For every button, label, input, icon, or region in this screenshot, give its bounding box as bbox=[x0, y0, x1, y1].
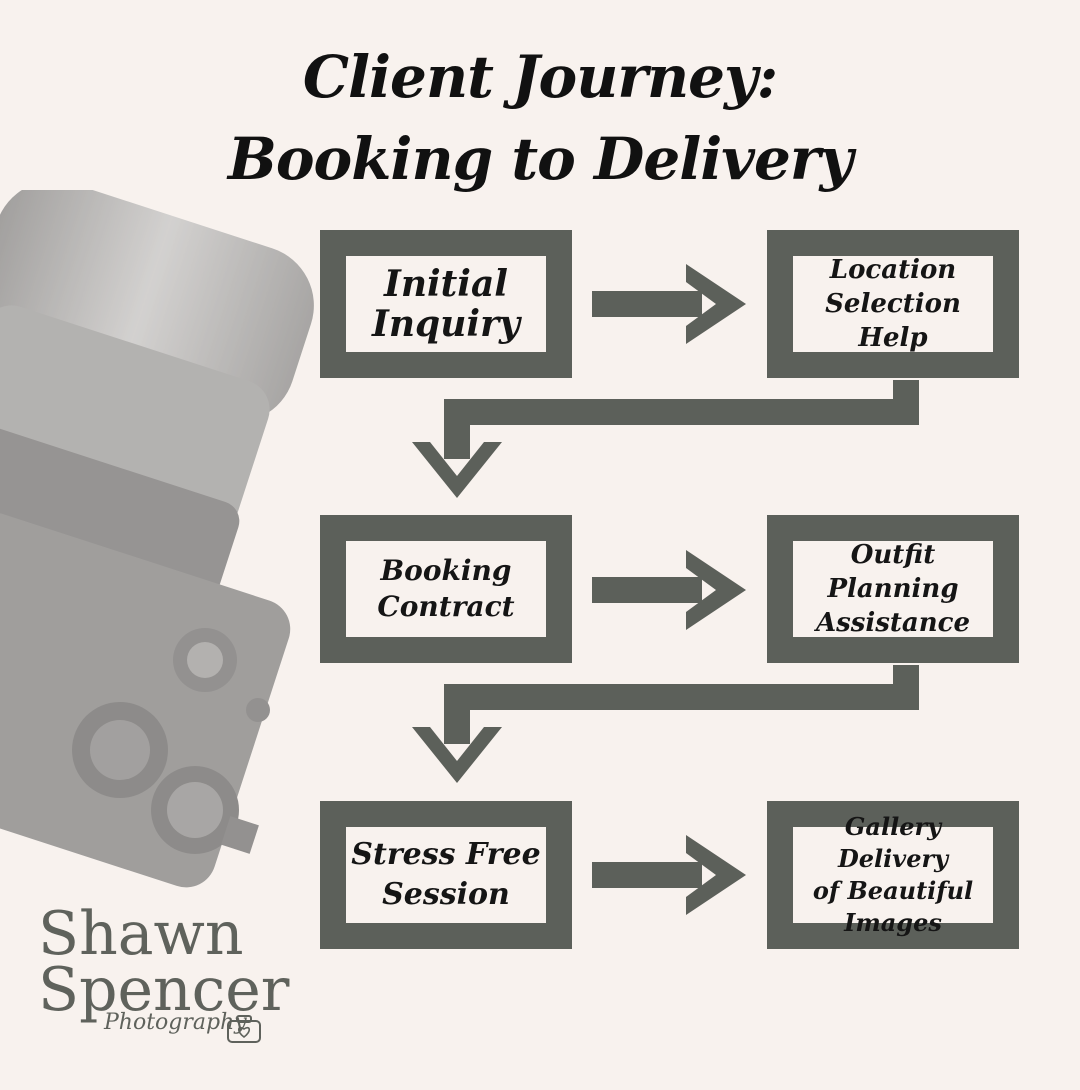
step-box-booking-contract: Booking Contract bbox=[320, 515, 572, 663]
step-box-location-selection: Location Selection Help bbox=[767, 230, 1019, 378]
camera-illustration bbox=[0, 190, 330, 1090]
step-label: Booking Contract bbox=[377, 554, 515, 623]
step-label: Gallery Delivery of Beautiful Images bbox=[812, 812, 974, 937]
camera-heart-icon bbox=[227, 1015, 261, 1043]
step-label: Stress Free Session bbox=[351, 837, 541, 912]
brand-name-line-2: Spencer bbox=[38, 955, 290, 1025]
page-title-line-2: Booking to Delivery bbox=[227, 125, 853, 193]
elbow-arrow-down-icon bbox=[412, 380, 919, 498]
elbow-arrow-down-icon bbox=[412, 665, 919, 783]
step-box-initial-inquiry: Initial Inquiry bbox=[320, 230, 572, 378]
step-label: Outfit Planning Assistance bbox=[815, 540, 971, 638]
step-label: Initial Inquiry bbox=[372, 263, 520, 345]
step-box-outfit-planning: Outfit Planning Assistance bbox=[767, 515, 1019, 663]
step-box-gallery-delivery: Gallery Delivery of Beautiful Images bbox=[767, 801, 1019, 949]
arrow-right-icon bbox=[592, 550, 746, 630]
arrow-right-icon bbox=[592, 835, 746, 915]
brand-name-line-1: Shawn bbox=[38, 899, 244, 969]
arrow-right-icon bbox=[592, 264, 746, 344]
brand-tagline: Photography bbox=[104, 1010, 247, 1035]
step-label: Location Selection Help bbox=[825, 255, 961, 353]
step-box-stress-free-session: Stress Free Session bbox=[320, 801, 572, 949]
page-title-line-1: Client Journey: bbox=[302, 43, 778, 111]
